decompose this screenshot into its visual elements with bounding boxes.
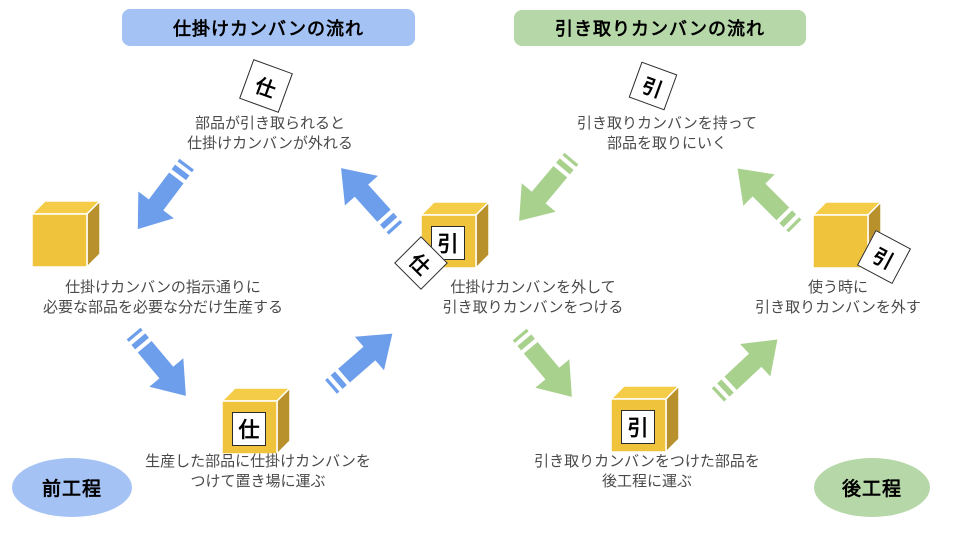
production-kanban-card: 仕: [232, 412, 266, 446]
step-line: 仕掛けカンバンを外して: [450, 279, 616, 296]
step-top-right: 引き取りカンバンを持って 部品を取りにいく: [577, 114, 757, 154]
step-line: 仕掛けカンバンの指示通りに: [65, 279, 261, 296]
green-arrow-down-left-icon: [519, 152, 579, 221]
blue-arrow-up-left-icon: [341, 168, 403, 235]
step-line: つけて置き場に運ぶ: [190, 473, 326, 490]
step-line: 後工程に運ぶ: [601, 473, 693, 490]
step-middle: 仕掛けカンバンを外して 引き取りカンバンをつける: [443, 278, 624, 318]
back-process-label: 後工程: [814, 458, 930, 517]
step-line: 必要な部品を必要な分だけ生産する: [42, 299, 284, 316]
withdrawal-kanban-flow-title: 引き取りカンバンの流れ: [514, 10, 806, 46]
step-line: 部品を取りにいく: [606, 135, 728, 152]
blue-arrow-up-right-icon: [325, 333, 393, 394]
production-kanban-flow-title: 仕掛けカンバンの流れ: [122, 9, 415, 46]
blue-arrow-down-left-icon: [137, 158, 194, 230]
step-bottom-left: 生産した部品に仕掛けカンバンを つけて置き場に運ぶ: [145, 452, 371, 492]
green-arrow-up-right-icon: [711, 339, 778, 402]
step-line: 部品が引き取られると: [194, 115, 346, 132]
step-line: 使う時に: [807, 279, 869, 296]
step-line: 引き取りカンバンを外す: [755, 299, 921, 316]
parts-box-left: [31, 200, 101, 268]
step-line: 引き取りカンバンをつけた部品を: [534, 453, 760, 470]
step-top-left: 部品が引き取られると 仕掛けカンバンが外れる: [187, 114, 353, 154]
step-line: 引き取りカンバンを持って: [576, 115, 758, 132]
green-arrow-up-left-icon: [737, 168, 802, 233]
step-line: 生産した部品に仕掛けカンバンを: [145, 453, 371, 470]
step-bottom-right: 引き取りカンバンをつけた部品を 後工程に運ぶ: [534, 452, 760, 492]
front-process-label: 前工程: [12, 458, 132, 517]
green-arrow-down-right-icon: [512, 328, 572, 397]
blue-arrow-down-right-icon: [126, 327, 186, 396]
step-line: 仕掛けカンバンが外れる: [187, 135, 353, 152]
step-left: 仕掛けカンバンの指示通りに 必要な部品を必要な分だけ生産する: [43, 278, 283, 318]
withdrawal-kanban-card: 引: [621, 410, 655, 444]
production-kanban-card-floating: 仕: [239, 59, 293, 113]
step-right: 使う時に 引き取りカンバンを外す: [755, 278, 921, 318]
withdrawal-kanban-card-floating: 引: [628, 61, 678, 111]
step-line: 引き取りカンバンをつける: [442, 299, 624, 316]
